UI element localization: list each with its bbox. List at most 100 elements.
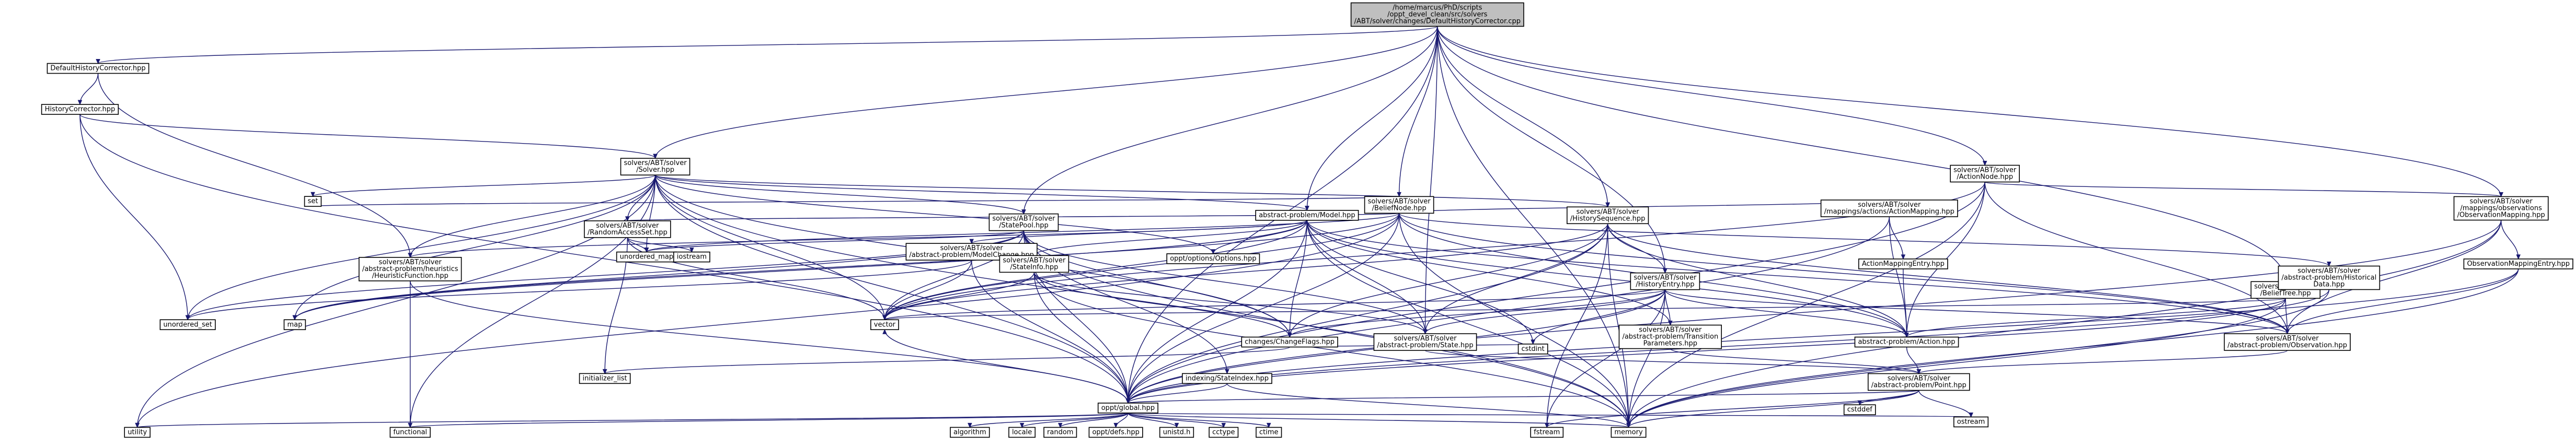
- node-label: ctime: [1259, 428, 1279, 436]
- dependency-edge: [1424, 224, 1608, 334]
- dependency-edge: [1437, 26, 1629, 428]
- node-box: [1530, 427, 1564, 438]
- dependency-edge: [1532, 289, 1666, 344]
- node-typedefs[interactable]: oppt/defs.hpp: [1088, 427, 1143, 438]
- edge-arrowhead: [1969, 412, 1973, 418]
- node-box: [1043, 427, 1077, 438]
- node-actmapentry[interactable]: ActionMappingEntry.hpp: [1858, 258, 1948, 269]
- node-box: [1820, 199, 1958, 217]
- node-box: [283, 319, 306, 331]
- node-observation[interactable]: solvers/ABT/solver/abstract-problem/Obse…: [2224, 333, 2351, 351]
- edge-arrowhead: [1531, 339, 1535, 345]
- dependency-edge: [1918, 350, 2288, 374]
- dependency-edge: [654, 174, 1025, 214]
- dependency-edge: [312, 174, 656, 197]
- dependency-edge: [1128, 220, 1308, 403]
- node-changeflags[interactable]: changes/ChangeFlags.hpp: [1241, 336, 1338, 348]
- edge-arrowhead: [1174, 422, 1179, 428]
- node-options[interactable]: oppt/options/Options.hpp: [1166, 253, 1260, 264]
- node-box: [359, 257, 462, 281]
- dependency-edge: [410, 175, 656, 428]
- edge-arrowhead: [625, 216, 630, 222]
- edge-arrowhead: [1221, 422, 1226, 428]
- dependency-edge: [79, 114, 188, 320]
- dependency-edge: [410, 280, 1129, 403]
- node-transparams[interactable]: solvers/ABT/solver/abstract-problem/Tran…: [1618, 324, 1722, 349]
- dependency-edge: [654, 26, 1438, 159]
- dependency-edge: [1607, 224, 1629, 428]
- node-root[interactable]: /home/marcus/PhD/scripts/oppt_devel_clea…: [1350, 2, 1524, 27]
- node-label: oppt/global.hpp: [1101, 404, 1155, 412]
- node-dhc[interactable]: DefaultHistoryCorrector.hpp: [47, 63, 150, 74]
- node-point[interactable]: solvers/ABT/solver/abstract-problem/Poin…: [1867, 373, 1970, 391]
- node-label: functional: [393, 428, 427, 436]
- node-label: solvers/ABT/solver: [1368, 197, 1431, 205]
- dependency-edge: [1306, 220, 1629, 428]
- dependency-edge: [1628, 289, 2330, 428]
- dependency-edge: [1033, 272, 1629, 428]
- node-randaccset[interactable]: solvers/ABT/solver/RandomAccessSet.hpp: [584, 220, 671, 238]
- node-functional: functional: [389, 427, 431, 438]
- dependency-edge: [1398, 213, 1629, 428]
- node-statepool[interactable]: solvers/ABT/solver/StatePool.hpp: [988, 213, 1059, 231]
- node-label: /HistorySequence.hpp: [1570, 215, 1646, 222]
- node-model[interactable]: abstract-problem/Model.hpp: [1255, 209, 1359, 221]
- dependency-edge: [1023, 230, 1426, 334]
- node-label: /oppt_devel_clean/src/solvers: [1387, 10, 1488, 18]
- dependency-edge: [884, 330, 1129, 403]
- edge-arrowhead: [968, 422, 972, 428]
- dependency-edge: [1128, 413, 1269, 428]
- dependency-edge: [1128, 213, 1400, 403]
- node-label: /StatePool.hpp: [999, 222, 1049, 230]
- node-algorithm: algorithm: [950, 427, 990, 438]
- node-box: [41, 104, 119, 115]
- node-label: /abstract-problem/Transition: [1622, 333, 1718, 341]
- node-label: /BeliefNode.hpp: [1372, 204, 1427, 212]
- node-stateinfo[interactable]: solvers/ABT/solver/StateInfo.hpp: [999, 255, 1070, 273]
- edge-arrowhead: [2285, 329, 2290, 335]
- edge-arrowhead: [77, 100, 83, 105]
- node-obsmapentry[interactable]: ObservationMappingEntry.hpp: [2463, 258, 2573, 269]
- node-solver[interactable]: solvers/ABT/solver/Solver.hpp: [620, 158, 691, 176]
- node-global[interactable]: oppt/global.hpp: [1097, 403, 1158, 414]
- node-obsmapping[interactable]: solvers/ABT/solver/mappings/observations…: [2453, 196, 2549, 221]
- node-box: [673, 251, 710, 263]
- dependency-edge: [654, 175, 1629, 428]
- node-label: solvers/ABT/solver: [2256, 335, 2319, 343]
- dependency-edge: [1664, 289, 1907, 337]
- node-label: /abstract-problem/Historical: [2282, 274, 2377, 282]
- node-label: random: [1047, 428, 1073, 436]
- node-unordered_set: unordered_set: [159, 319, 216, 331]
- node-label: cstdint: [1522, 345, 1545, 353]
- node-indexing[interactable]: indexing/StateIndex.hpp: [1182, 373, 1272, 384]
- node-histentry[interactable]: solvers/ABT/solver/HistoryEntry.hpp: [1630, 272, 1700, 290]
- node-histseq[interactable]: solvers/ABT/solver/HistorySequence.hpp: [1567, 206, 1649, 225]
- node-unordered_map: unordered_map: [616, 251, 677, 263]
- node-action[interactable]: abstract-problem/Action.hpp: [1854, 336, 1959, 348]
- node-label: /HeuristicFunction.hpp: [372, 272, 448, 280]
- node-state[interactable]: solvers/ABT/solver/abstract-problem/Stat…: [1373, 333, 1477, 351]
- node-label: fstream: [1534, 428, 1560, 436]
- node-histdata[interactable]: solvers/ABT/solver/abstract-problem/Hist…: [2278, 265, 2380, 290]
- dependency-edge: [1437, 26, 1666, 273]
- node-beliefnode[interactable]: solvers/ABT/solver/BeliefNode.hpp: [1364, 196, 1434, 214]
- node-label: solvers/ABT/solver: [1634, 274, 1697, 282]
- edge-arrowhead: [292, 315, 297, 321]
- dependency-edge: [654, 174, 1308, 211]
- dependency-edge: [1306, 220, 1907, 337]
- node-actmapping[interactable]: solvers/ABT/solver/mappings/actions/Acti…: [1820, 199, 1958, 217]
- node-box: [159, 319, 216, 331]
- edge-arrowhead: [1266, 422, 1271, 428]
- node-actionnode[interactable]: solvers/ABT/solver/ActionNode.hpp: [1950, 164, 2020, 183]
- node-box: [304, 196, 322, 207]
- edge-layer: [77, 26, 2521, 428]
- edge-arrowhead: [882, 315, 887, 321]
- node-hc[interactable]: HistoryCorrector.hpp: [41, 104, 119, 115]
- node-heuristic[interactable]: solvers/ABT/solver/abstract-problem/heur…: [359, 257, 462, 281]
- dependency-edge: [1906, 298, 2286, 337]
- node-label: solvers/ABT/solver: [1577, 208, 1640, 216]
- node-modelchange[interactable]: solvers/ABT/solver/abstract-problem/Mode…: [905, 243, 1038, 261]
- dependency-edge: [1033, 272, 1426, 334]
- edge-arrowhead: [1019, 422, 1025, 428]
- dependency-edge: [1023, 230, 1228, 374]
